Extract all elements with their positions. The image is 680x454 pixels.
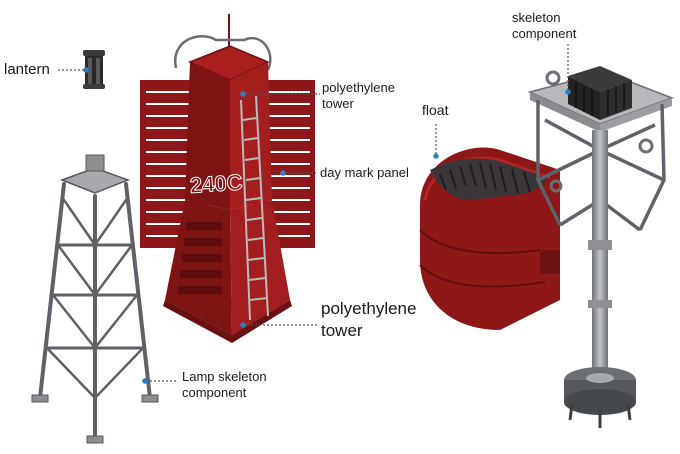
leader-lines [58,44,569,382]
polyethylene-tower-drawing: 240C [163,14,292,343]
label-polyethylene-tower-bottom: polyethylene tower [321,298,416,342]
label-polyethylene-tower-bottom-line1: polyethylene [321,299,417,318]
label-lamp-skeleton-component: Lamp skeleton component [182,369,267,402]
label-lantern: lantern [4,61,50,78]
label-skeleton-line1: skeleton [512,10,561,25]
label-float: float [422,102,449,118]
label-day-mark-panel: day mark panel [320,165,409,180]
lantern-drawing [83,50,105,89]
skeleton-component-drawing [527,66,675,428]
leader-dots [83,67,571,384]
label-lamp-skeleton-line2: component [182,385,247,401]
lamp-skeleton-drawing [31,154,159,444]
label-polyethylene-tower-top: polyethylene tower [322,80,395,113]
float-drawing [419,147,560,330]
label-polyethylene-tower-top-line2: tower [322,96,354,112]
label-skeleton-component: skeleton component [512,10,576,43]
label-polyethylene-tower-bottom-line2: tower [321,321,363,341]
tower-number-marking: 240C [189,169,243,198]
label-skeleton-line2: component [512,26,577,42]
label-lamp-skeleton-line1: Lamp skeleton [182,369,267,384]
label-polyethylene-tower-top-line1: polyethylene [322,80,395,95]
